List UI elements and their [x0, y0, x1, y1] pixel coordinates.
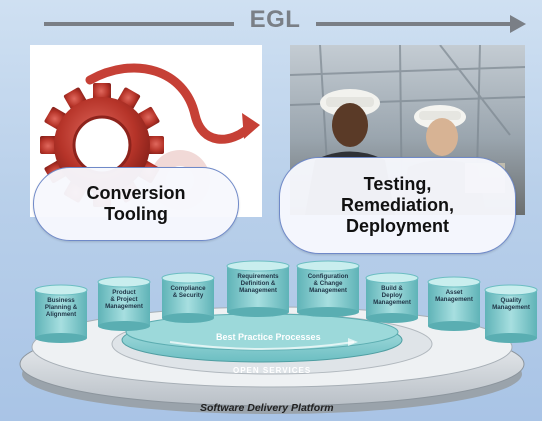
platform-column: [428, 282, 480, 326]
platform-column-top: [226, 260, 290, 272]
testing-line-3: Deployment: [345, 215, 450, 236]
conversion-line-2: Tooling: [104, 204, 168, 224]
egl-arrow-line-left: [44, 22, 234, 26]
platform-column-label-line: Asset: [445, 289, 463, 296]
platform-column-label-line: Product: [112, 289, 136, 296]
egl-arrow-head-icon: [510, 15, 526, 33]
platform-column-base: [297, 307, 359, 317]
platform-column-label-line: Management: [492, 303, 530, 311]
software-delivery-platform: [19, 260, 538, 414]
platform-column-label-line: Quality: [500, 297, 522, 304]
platform-column-base: [162, 313, 214, 323]
platform-column-base: [366, 313, 418, 323]
platform-column-label-line: & Change: [313, 279, 343, 287]
platform-column: [162, 278, 214, 318]
open-services-label: OPEN SERVICES: [233, 366, 312, 375]
platform-column-label-line: Planning &: [44, 303, 78, 311]
platform-column-label-line: Management: [239, 286, 277, 294]
best-practice-processes-label: Best Practice Processes: [216, 332, 321, 342]
platform-column-base: [428, 321, 480, 331]
testing-line-2: Remediation,: [340, 195, 455, 216]
platform-column-top: [296, 260, 360, 272]
platform-column-label-line: Definition &: [240, 279, 276, 287]
platform-column: [35, 290, 87, 338]
platform-column-top: [365, 272, 419, 284]
egl-label: EGL: [249, 6, 301, 33]
testing-remediation-bubble: Testing, Remediation, Deployment: [279, 157, 516, 254]
platform-column-label-line: Compliance: [170, 285, 206, 292]
platform-column-top: [161, 272, 215, 284]
conversion-line-1: Conversion: [86, 183, 186, 204]
platform-column-top: [34, 284, 88, 296]
platform-column-label-line: & Security: [172, 291, 204, 299]
platform-column-label-line: Business: [47, 297, 75, 304]
platform-column-label-line: Management: [435, 295, 473, 303]
conversion-tooling-bubble: Conversion Tooling: [33, 167, 239, 241]
platform-column-label: Compliance& Security: [162, 285, 214, 300]
platform-column-label-line: Requirements: [237, 273, 279, 280]
platform-column-top: [97, 276, 151, 288]
platform-column: [98, 282, 150, 326]
platform-column: [366, 278, 418, 318]
platform-column-base: [35, 333, 87, 343]
platform-column-label-line: & Project: [110, 295, 138, 303]
platform-column-base: [485, 333, 537, 343]
platform-column-label-line: Management: [309, 286, 347, 294]
platform-column-label-line: Build &: [381, 285, 403, 292]
egl-arrow-line-right: [316, 22, 512, 26]
platform-column: [485, 290, 537, 338]
platform-column-base: [98, 321, 150, 331]
platform-column: [297, 266, 359, 312]
testing-line-1: Testing,: [363, 174, 432, 195]
platform-column-top: [427, 276, 481, 288]
software-delivery-platform-title: Software Delivery Platform: [200, 402, 334, 414]
platform-column-top: [484, 284, 538, 296]
platform-column-label-line: Management: [373, 298, 411, 306]
platform-column-base: [227, 307, 289, 317]
platform-column-label-line: Alignment: [45, 310, 77, 318]
platform-column: [227, 266, 289, 312]
platform-column-label-line: Configuration: [307, 273, 349, 280]
platform-column-label-line: Management: [105, 302, 143, 310]
platform-column-label-line: Deploy: [381, 291, 403, 299]
